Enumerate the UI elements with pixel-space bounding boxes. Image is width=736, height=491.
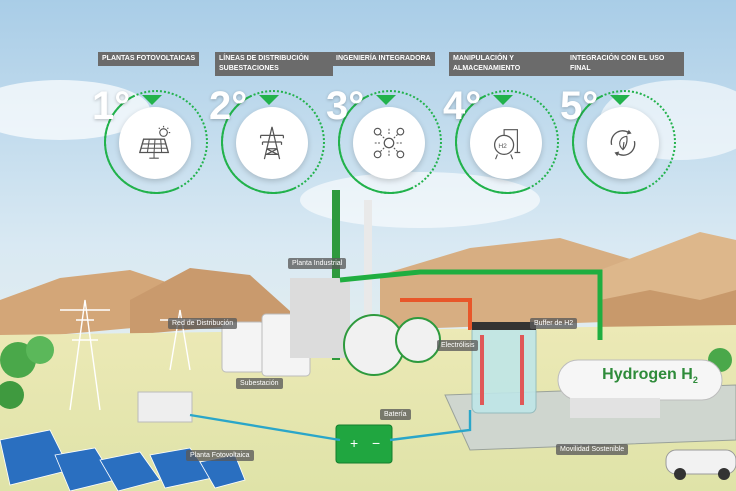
step-1-icon-circle[interactable] [119, 107, 191, 179]
power-tower-icon [259, 126, 285, 160]
step-1-marker [142, 95, 162, 105]
step-3-number: 3° [326, 84, 365, 128]
step-1-label: PLANTAS FOTOVOLTAICAS [98, 52, 200, 66]
recycle-leaf-icon [610, 129, 636, 157]
step-5-marker [610, 95, 630, 105]
svg-text:H2: H2 [498, 143, 507, 150]
step-1[interactable]: PLANTAS FOTOVOLTAICAS 1° [89, 52, 223, 212]
label-red-distribucion: Red de Distribución [168, 318, 238, 329]
step-3-ring [338, 90, 442, 194]
step-4-ring [455, 90, 559, 194]
step-3-marker [376, 95, 396, 105]
step-2-icon-circle[interactable] [236, 107, 308, 179]
step-1-ring [104, 90, 208, 194]
step-5-ring [572, 90, 676, 194]
hydrogen-sign-formula: H [681, 366, 693, 383]
label-buffer-h2: Buffer de H2 [530, 318, 578, 329]
step-1-number: 1° [92, 84, 131, 128]
solar-panel-icon [138, 125, 171, 159]
gears-integration-icon [373, 127, 405, 159]
step-5-label: INTEGRACIÓN CON EL USO FINAL [566, 52, 684, 76]
step-2[interactable]: LÍNEAS DE DISTRIBUCIÓN SUBESTACIONES 2° [206, 52, 340, 212]
hydrogen-sign-word: Hydrogen [602, 366, 677, 383]
hydrogen-sign-subscript: 2 [692, 375, 698, 386]
step-2-label: LÍNEAS DE DISTRIBUCIÓN SUBESTACIONES [215, 52, 333, 76]
step-5-icon-circle[interactable] [587, 107, 659, 179]
label-electrolisis: Electrólisis [437, 340, 479, 351]
svg-text:+: + [350, 435, 358, 451]
step-4[interactable]: MANIPULACIÓN Y ALMACENAMIENTO 4° H2 [440, 52, 574, 212]
step-2-marker [259, 95, 279, 105]
step-3[interactable]: INGENIERÍA INTEGRADORA 3° [323, 52, 457, 212]
label-planta-fotovoltaica: Planta Fotovoltaica [186, 450, 254, 461]
label-movilidad-sostenible: Movilidad Sostenible [556, 444, 629, 455]
step-3-icon-circle[interactable] [353, 107, 425, 179]
step-3-label: INGENIERÍA INTEGRADORA [332, 52, 435, 66]
svg-text:−: − [372, 435, 380, 451]
label-bateria: Batería [380, 409, 411, 420]
step-4-number: 4° [443, 84, 482, 128]
label-planta-industrial: Planta Industrial [288, 258, 347, 269]
step-2-ring [221, 90, 325, 194]
step-4-icon-circle[interactable]: H2 [470, 107, 542, 179]
step-4-marker [493, 95, 513, 105]
step-2-number: 2° [209, 84, 248, 128]
step-5-number: 5° [560, 84, 599, 128]
step-4-label: MANIPULACIÓN Y ALMACENAMIENTO [449, 52, 567, 76]
label-subestacion: Subestación [236, 378, 283, 389]
h2-tank-icon: H2 [493, 129, 521, 160]
step-5[interactable]: INTEGRACIÓN CON EL USO FINAL 5° [557, 52, 691, 212]
hydrogen-tank-sign: Hydrogen H2 [590, 366, 710, 385]
